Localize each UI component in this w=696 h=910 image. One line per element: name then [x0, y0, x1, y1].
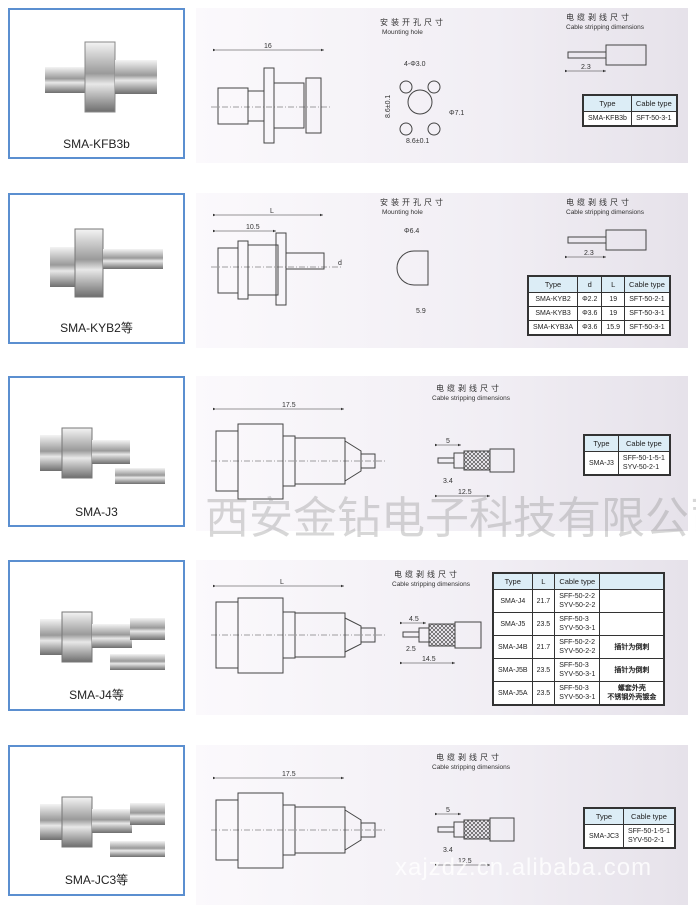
product-label: SMA-J3 [75, 505, 118, 519]
connector-photo [50, 228, 163, 298]
dimension-label: L [280, 579, 284, 586]
stripping-title-en: Cable stripping dimensions [432, 395, 511, 402]
dimension-label: 14.5 [422, 656, 436, 663]
product-photo-frame: SMA-KYB2等 [8, 193, 185, 344]
dimension-label: 5.9 [416, 308, 426, 315]
connector-photo [40, 796, 165, 857]
stripping-title-cn: 电缆剥线尺寸 [394, 569, 460, 579]
stripping-title-cn: 电缆剥线尺寸 [566, 12, 632, 22]
dimension-label: 2.5 [406, 646, 416, 653]
mounting-title-en: Mounting hole [382, 209, 423, 216]
dimension-label: 12.5 [458, 858, 472, 865]
dimension-label: 3.4 [443, 478, 453, 485]
technical-drawing: 16 安装开孔尺寸 Mounting hole 4-Φ3.0 Φ7.1 8.6±… [196, 8, 688, 163]
product-label: SMA-KFB3b [63, 137, 130, 151]
stripping-title-cn: 电缆剥线尺寸 [436, 383, 502, 393]
connector-photo [40, 611, 165, 670]
product-label: SMA-JC3等 [64, 873, 129, 887]
stripping-title-cn: 电缆剥线尺寸 [566, 197, 632, 207]
dimension-label: 17.5 [282, 402, 296, 409]
dimension-label: d [338, 260, 342, 267]
dimension-label: 8.6±0.1 [406, 138, 429, 145]
stripping-title-en: Cable stripping dimensions [432, 764, 511, 771]
stripping-title-cn: 电缆剥线尺寸 [436, 752, 502, 762]
connector-photo [45, 41, 157, 113]
technical-drawing: L 10.5 d 安装开孔尺寸 Mounting hole Φ6.4 5.9 电… [196, 193, 688, 348]
dimension-label: L [270, 208, 274, 215]
mounting-title-cn: 安装开孔尺寸 [380, 17, 446, 27]
technical-drawing: 17.5 电缆剥线尺寸 Cable stripping dimensions 5… [196, 745, 688, 900]
product-photo-frame: SMA-J4等 [8, 560, 185, 711]
dimension-label: 12.5 [458, 489, 472, 496]
dimension-label: Φ7.1 [449, 110, 464, 117]
dimension-label: 2.3 [584, 250, 594, 257]
dimension-label: 3.4 [443, 847, 453, 854]
product-label: SMA-KYB2等 [60, 321, 133, 335]
stripping-title-en: Cable stripping dimensions [392, 581, 471, 588]
product-label: SMA-J4等 [69, 688, 124, 702]
product-photo-frame: SMA-KFB3b [8, 8, 185, 159]
row-panel [196, 8, 688, 163]
dimension-label: 5 [446, 438, 450, 445]
dimension-label: 4-Φ3.0 [404, 61, 426, 68]
dimension-label: 5 [446, 807, 450, 814]
mounting-title-en: Mounting hole [382, 29, 423, 36]
dimension-label: Φ6.4 [404, 228, 419, 235]
product-photo-frame: SMA-JC3等 [8, 745, 185, 896]
dimension-label: 16 [264, 43, 272, 50]
stripping-title-en: Cable stripping dimensions [566, 24, 645, 31]
stripping-title-en: Cable stripping dimensions [566, 209, 645, 216]
dimension-label: 8.6±0.1 [385, 95, 392, 118]
connector-photo [40, 427, 165, 484]
dimension-label: 17.5 [282, 771, 296, 778]
mounting-title-cn: 安装开孔尺寸 [380, 197, 446, 207]
technical-drawing: 17.5 电缆剥线尺寸 Cable stripping dimensions 5… [196, 376, 688, 531]
dimension-label: 10.5 [246, 224, 260, 231]
dimension-label: 2.3 [581, 64, 591, 71]
dimension-label: 4.5 [409, 616, 419, 623]
technical-drawing: L 电缆剥线尺寸 Cable stripping dimensions 4.5 … [196, 560, 688, 715]
product-photo-frame: SMA-J3 [8, 376, 185, 527]
